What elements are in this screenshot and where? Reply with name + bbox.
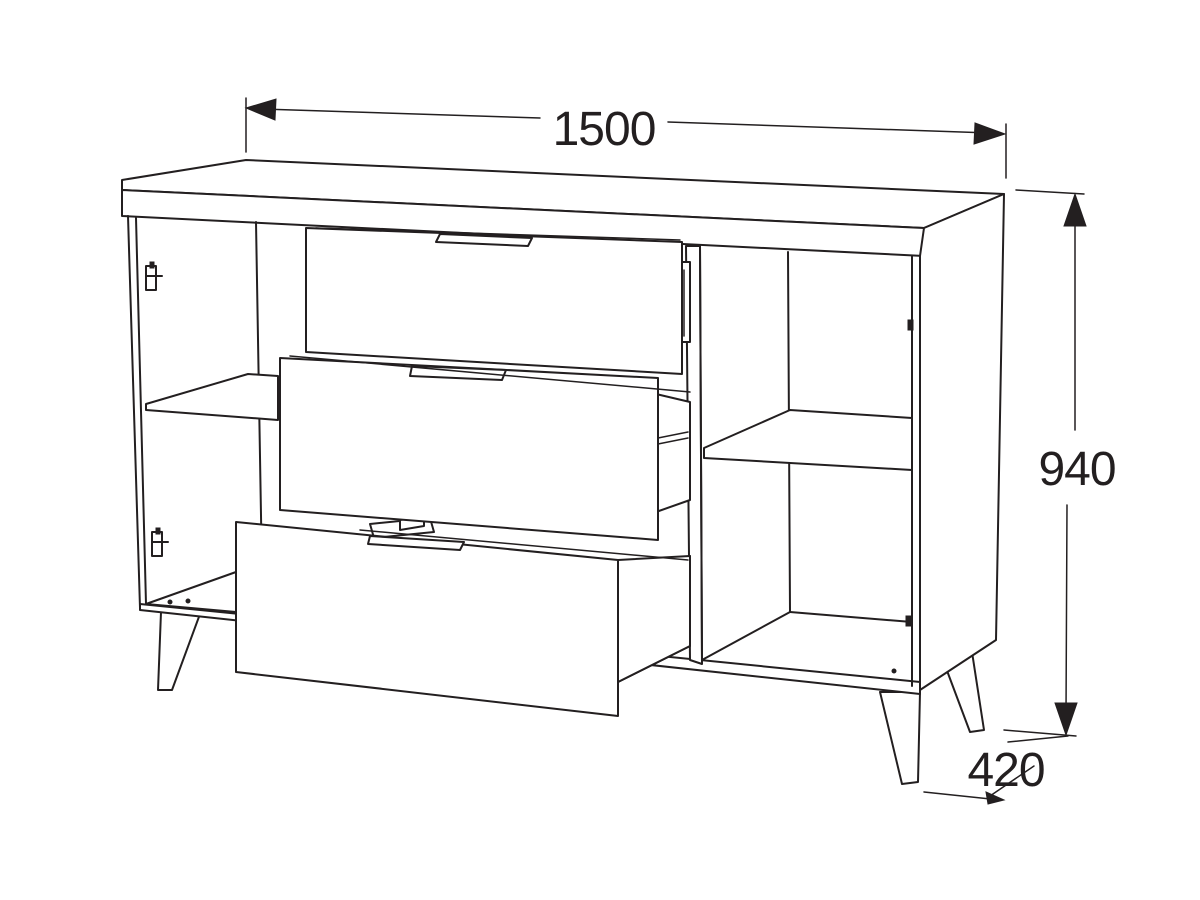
drawer-handle-top [435, 233, 533, 247]
depth-label: 420 [967, 744, 1044, 797]
dowel-hole-icon [185, 598, 191, 604]
right-side-panel [919, 193, 1005, 691]
left-floor-back [145, 571, 237, 605]
legs [157, 611, 985, 785]
left-shelf [145, 373, 279, 421]
depth-dimension-line-top [1007, 735, 1069, 743]
drawer-middle-top-edge [289, 355, 691, 393]
drawer-front-middle [279, 357, 659, 541]
left-outer-edge [127, 215, 141, 609]
drawer-front-top [305, 227, 683, 375]
width-label: 1500 [553, 103, 656, 156]
left-floor-front [145, 603, 237, 613]
height-arrowhead-bottom [1054, 702, 1078, 737]
left-panel-inner-edge [135, 217, 147, 605]
drawer-runners-middle [655, 393, 691, 513]
leg-front-right [879, 691, 921, 785]
height-dimension: 940 [1003, 189, 1117, 737]
hinge-lower-icon [151, 527, 169, 557]
height-label: 940 [1038, 443, 1115, 496]
drawers [235, 227, 691, 717]
right-compartment-back-bottom [789, 611, 913, 623]
hinge-marker-icon [905, 615, 912, 627]
leg-front-left [157, 611, 201, 691]
dowel-hole-icon [891, 668, 897, 674]
width-dimension: 1500 [244, 97, 1007, 179]
right-shelf [703, 409, 913, 471]
drawer-top-upper-edge [315, 227, 681, 241]
height-extension-bottom [1003, 729, 1077, 737]
drawer-handle-bottom [367, 535, 465, 551]
width-dimension-line-left [261, 108, 541, 119]
dowel-hole-icon [167, 599, 173, 605]
width-arrowhead-left [244, 98, 277, 121]
hinge-marker-icon [907, 319, 914, 331]
cabinet-carcass [121, 159, 1005, 695]
depth-arrowhead [985, 791, 1006, 805]
right-compartment-floor-left [701, 611, 791, 661]
right-compartment-inner-left [699, 247, 703, 661]
depth-dimension: 420 [923, 735, 1069, 805]
drawer-front-bottom [235, 521, 619, 717]
height-extension-top [1015, 189, 1085, 195]
drawer-bottom-top-edge [359, 529, 689, 561]
hinge-upper-icon [145, 261, 163, 291]
width-dimension-line-right [667, 121, 991, 134]
width-arrowhead-right [973, 122, 1007, 145]
depth-extension-line [989, 765, 1035, 797]
height-arrowhead-top [1063, 192, 1087, 227]
height-dimension-line-bottom [1065, 504, 1068, 716]
